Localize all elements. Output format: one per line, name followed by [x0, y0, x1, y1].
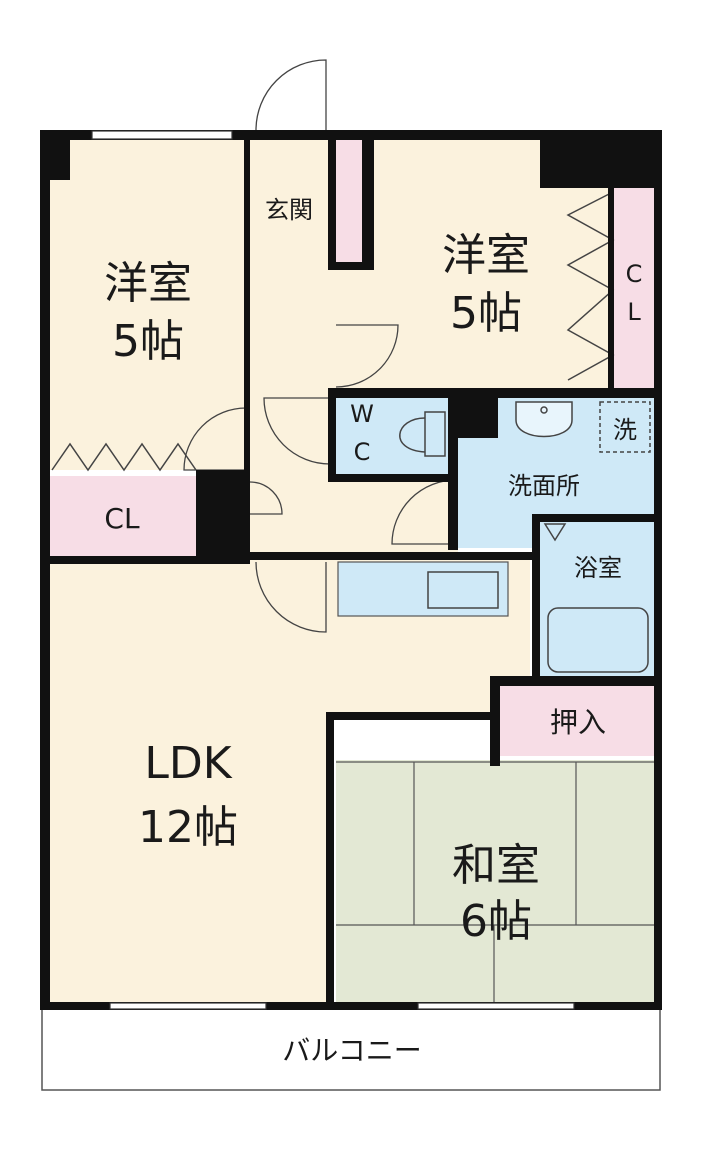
bedroom-west-floor — [48, 140, 246, 470]
entrance-shoe-cabinet — [333, 140, 365, 265]
washroom-label: 洗面所 — [508, 472, 580, 500]
ldk-door — [255, 561, 327, 633]
ldk-floor — [48, 560, 530, 1002]
balcony-label: バルコニー — [282, 1034, 421, 1067]
toilet-tank — [424, 411, 446, 457]
window-ldk — [109, 1002, 267, 1010]
bedroom-east-name: 洋室 — [442, 230, 530, 281]
bedroom-east-size: 5帖 — [450, 288, 522, 339]
ldk-size: 12帖 — [138, 802, 238, 853]
fixtures — [51, 191, 651, 673]
balcony-area — [41, 1007, 661, 1091]
entrance-door — [255, 59, 327, 131]
bathroom-floor — [540, 520, 656, 678]
toilet-bowl — [399, 417, 426, 453]
bathroom-vent — [543, 523, 567, 542]
wash-basin — [515, 401, 573, 438]
window-washitsu — [417, 1002, 575, 1010]
window-bedroom-west — [91, 130, 233, 140]
bathroom-label: 浴室 — [574, 554, 622, 582]
wc-floor — [336, 398, 448, 474]
wc-door — [263, 397, 331, 465]
closet-west-label: CL — [104, 502, 140, 535]
wc-label-top: W — [350, 400, 374, 428]
washitsu-name: 和室 — [452, 840, 540, 891]
bedroom-west-size: 5帖 — [112, 316, 184, 367]
closet-west-floor — [48, 476, 196, 556]
closet-east-label-top: C — [626, 260, 643, 288]
wc-label-bottom: C — [354, 438, 371, 466]
entrance-label: 玄関 — [265, 196, 313, 224]
washitsu-floor — [336, 760, 656, 1002]
oshiire-label: 押入 — [550, 706, 606, 739]
oshiire-floor — [498, 686, 656, 756]
windows — [91, 130, 575, 1010]
walls — [40, 130, 662, 1010]
bedroom-east-door — [335, 324, 399, 388]
closet-east-floor — [613, 188, 655, 388]
closet-east-doors — [566, 191, 615, 381]
basin-drain — [540, 406, 548, 414]
bedroom-west-door — [183, 407, 247, 471]
bedroom-west-name: 洋室 — [104, 258, 192, 309]
hall-lower-floor — [248, 480, 458, 560]
small-closet-door — [249, 481, 283, 515]
closet-west-doors — [51, 442, 197, 472]
washer-label: 洗 — [613, 416, 637, 444]
washer-space — [599, 401, 651, 453]
bathtub — [547, 607, 649, 673]
kitchen-sink — [427, 571, 499, 609]
ldk-name: LDK — [144, 738, 232, 789]
closet-east-label-bottom: L — [627, 298, 641, 326]
washitsu-size: 6帖 — [460, 896, 532, 947]
